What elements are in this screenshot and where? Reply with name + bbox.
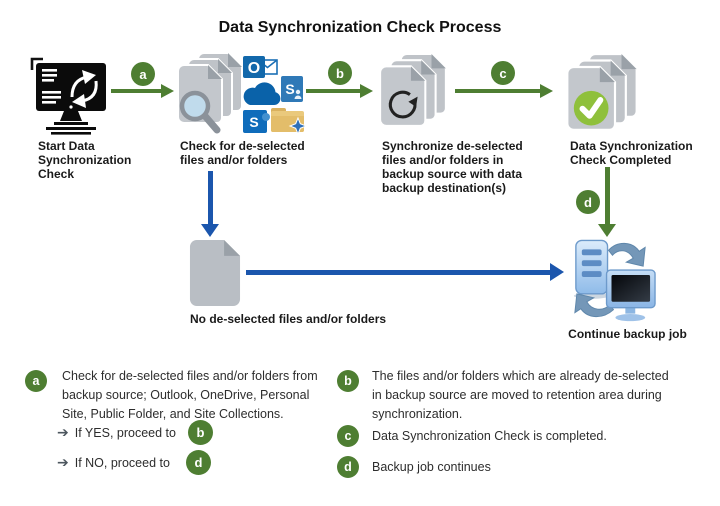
svg-text:O: O [248, 60, 260, 77]
no-change-node-label: No de-selected files and/or folders [190, 312, 387, 326]
completed-node-label: Data Synchronization Check Completed [570, 139, 693, 167]
legend-marker-a: a [25, 370, 47, 392]
documents-check-icon [566, 54, 638, 131]
legend-marker-c: c [337, 425, 359, 447]
no-branch-arrow-line [208, 171, 213, 224]
documents-sync-icon [380, 54, 446, 127]
document-icon [189, 240, 241, 306]
onedrive-icon [243, 82, 281, 105]
step-badge-d: d [576, 190, 600, 214]
branch-no-label: If NO, proceed to [74, 455, 170, 470]
public-folder-icon [271, 108, 305, 134]
continue-node-label: Continue backup job [568, 327, 687, 341]
page-title: Data Synchronization Check Process [218, 19, 502, 36]
step-badge-b: b [328, 61, 352, 85]
legend-c-text: Data Synchronization Check is completed. [372, 429, 607, 443]
legend-marker-b: b [337, 370, 359, 392]
sync-node-label: Synchronize de-selected files and/or fol… [382, 139, 523, 195]
branch-no-target-badge: d [185, 450, 211, 475]
outlook-icon: O [243, 56, 278, 78]
step-badge-a: a [131, 62, 155, 86]
step-badge-c: c [491, 61, 515, 85]
arrow-b-head [360, 84, 373, 98]
site-icon: S [281, 76, 303, 102]
office-apps-icons: O S S [243, 56, 305, 134]
start-node-label: Start Data Synchronization Check [38, 139, 132, 181]
branch-yes-label: If YES, proceed to [74, 425, 176, 440]
legend-b-text: The files and/or folders which are alrea… [372, 369, 669, 421]
continue-arrow-head [550, 263, 564, 281]
legend-d-text: Backup job continues [372, 460, 491, 474]
arrow-d-line [605, 167, 610, 224]
legend-a-text: Check for de-selected files and/or folde… [62, 369, 318, 421]
sharepoint-icon: S [243, 110, 270, 133]
check-node-label: Check for de-selected files and/or folde… [180, 139, 305, 167]
arrow-c-head [540, 84, 553, 98]
documents-magnifier-icon [178, 53, 243, 134]
svg-text:S: S [285, 81, 294, 97]
arrow-b-line [306, 89, 360, 93]
legend-a-branch-no: ➔ If NO, proceed to d [57, 450, 211, 475]
arrow-c-line [455, 89, 540, 93]
arrow-d-head [598, 224, 616, 237]
legend-a-branch-yes: ➔ If YES, proceed to b [57, 420, 213, 445]
continue-arrow-line [246, 270, 550, 275]
arrow-a-head [161, 84, 174, 98]
legend-marker-d: d [337, 456, 359, 478]
no-branch-arrow-head [201, 224, 219, 237]
branch-arrow-icon: ➔ [57, 454, 69, 470]
branch-arrow-icon: ➔ [57, 424, 69, 440]
branch-yes-target-badge: b [187, 420, 213, 445]
monitor-sync-icon [30, 57, 106, 135]
svg-text:S: S [249, 114, 258, 130]
server-monitor-sync-icon [573, 239, 656, 322]
arrow-a-line [111, 89, 161, 93]
